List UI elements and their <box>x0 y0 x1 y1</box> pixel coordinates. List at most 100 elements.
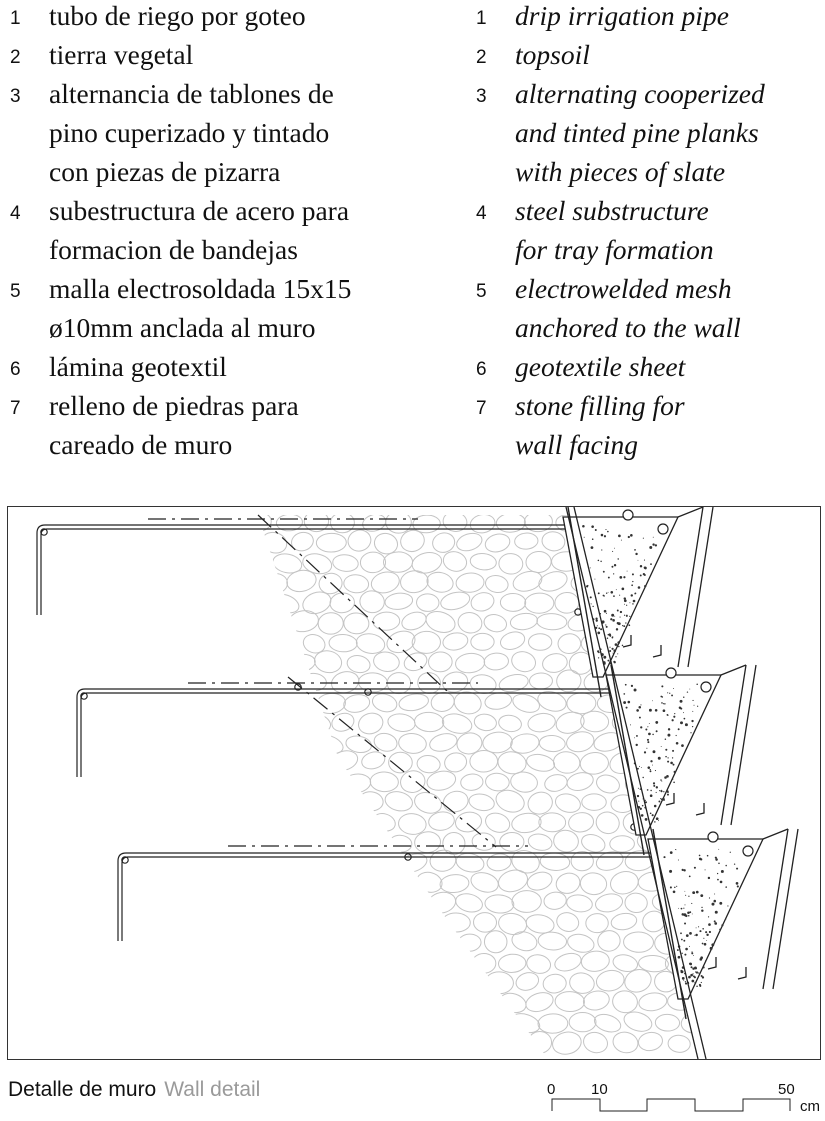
stone <box>581 834 606 853</box>
topsoil-dot <box>614 643 618 646</box>
stone <box>568 812 595 833</box>
stone <box>345 735 372 754</box>
stone <box>261 814 288 835</box>
anchor-bar <box>36 524 576 615</box>
topsoil-dot <box>660 695 663 698</box>
stone <box>358 950 388 971</box>
stone <box>258 793 274 813</box>
topsoil-dot <box>700 974 703 977</box>
stone <box>484 533 511 553</box>
topsoil-dot <box>649 794 653 798</box>
steel-substructure <box>610 664 645 856</box>
topsoil-dot <box>661 780 663 782</box>
stone <box>455 572 485 593</box>
topsoil-dot <box>663 791 665 793</box>
steel-tray-structures <box>562 507 799 1059</box>
stone <box>301 753 332 773</box>
stone <box>371 693 398 713</box>
legend-text: steel substructure for tray formation <box>515 195 714 265</box>
topsoil-dot <box>612 652 614 654</box>
topsoil-dot <box>626 604 628 606</box>
stone <box>680 654 698 674</box>
stone <box>624 968 652 993</box>
topsoil-dot <box>636 709 639 712</box>
stone <box>343 694 371 713</box>
stone <box>537 931 568 951</box>
stone <box>485 574 509 594</box>
stone <box>329 592 355 614</box>
topsoil-dot <box>590 603 592 605</box>
stone <box>609 835 635 853</box>
stone <box>374 970 401 994</box>
topsoil-dot <box>691 979 695 983</box>
topsoil-dot <box>603 535 607 538</box>
topsoil-dot <box>631 573 634 576</box>
wall-face-line <box>573 507 707 1059</box>
plank-facing <box>677 507 704 668</box>
stone <box>525 992 554 1013</box>
topsoil-dot <box>708 897 711 899</box>
topsoil-dot <box>694 934 696 936</box>
stone <box>597 930 621 952</box>
topsoil-dot <box>658 800 661 803</box>
stone <box>275 830 305 853</box>
topsoil-dot <box>617 641 621 644</box>
legend-text: relleno de piedras para careado de muro <box>49 390 299 460</box>
topsoil-dot <box>610 618 613 621</box>
topsoil-dot <box>643 566 647 569</box>
stone <box>654 1013 681 1032</box>
topsoil-dot <box>714 922 718 925</box>
topsoil-dot <box>684 922 687 925</box>
stone <box>460 773 484 791</box>
stone <box>258 593 271 614</box>
topsoil-dot <box>691 726 694 728</box>
scale-bar-graphic <box>551 1098 791 1112</box>
stone <box>413 992 441 1016</box>
topsoil-dot <box>665 748 668 751</box>
stone <box>527 712 556 733</box>
stone <box>258 1030 272 1051</box>
topsoil-dot <box>624 683 627 686</box>
stone <box>399 971 425 992</box>
topsoil-dot <box>665 755 667 758</box>
topsoil-dot <box>600 533 604 537</box>
topsoil-dot <box>692 973 694 975</box>
stone <box>469 553 497 571</box>
stone <box>610 871 639 895</box>
tray <box>605 664 757 856</box>
topsoil-dot <box>736 885 739 888</box>
topsoil-dot <box>675 741 679 745</box>
topsoil-dot <box>684 890 686 892</box>
topsoil-dot <box>646 789 649 791</box>
topsoil-dot <box>655 721 659 724</box>
topsoil-dot <box>635 743 638 747</box>
topsoil-dot <box>619 610 623 614</box>
topsoil-dot <box>639 574 642 577</box>
topsoil-dot <box>664 799 666 801</box>
legend-number: 6 <box>476 359 487 380</box>
stone <box>539 852 571 871</box>
stone <box>557 633 582 654</box>
topsoil-dot <box>725 886 727 888</box>
topsoil-dot <box>653 804 657 808</box>
topsoil-dot <box>596 625 598 627</box>
stone <box>383 992 414 1013</box>
stone <box>271 713 300 732</box>
topsoil-dot <box>629 602 631 604</box>
topsoil-dot <box>623 603 625 605</box>
stone <box>499 832 525 852</box>
scale-tick-label: 10 <box>591 1081 608 1098</box>
stone <box>414 711 445 733</box>
topsoil-dot <box>654 544 658 547</box>
stone <box>274 753 300 775</box>
legend-text: electrowelded mesh anchored to the wall <box>515 273 741 343</box>
topsoil-dot <box>701 942 704 945</box>
drip-irrigation-pipe <box>700 681 712 693</box>
stone <box>579 872 608 896</box>
topsoil-dot <box>707 876 711 880</box>
stone <box>258 731 288 752</box>
